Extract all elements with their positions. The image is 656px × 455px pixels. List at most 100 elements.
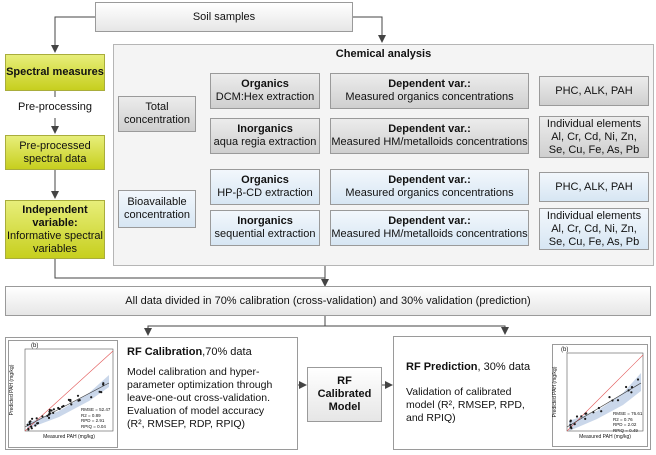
scatter-point — [575, 415, 579, 418]
prediction-stats: RMSE = 76.61 R2 = 0.76 RPD = 2.02 RPIQ =… — [613, 411, 642, 433]
pre-processing-text: Pre-processing — [18, 100, 92, 113]
rf-calibration-title: RF Calibration — [127, 346, 203, 358]
rf-calibration-line: Evaluation of model accuracy — [127, 405, 265, 417]
scatter-point — [90, 396, 93, 399]
soil-samples-box: Soil samples — [95, 2, 353, 32]
total-concentration-box: Total concentration — [118, 96, 196, 132]
inorganics-total-box: Inorganics aqua regia extraction — [210, 118, 320, 154]
scatter-point — [584, 412, 587, 415]
rf-prediction-line: model (R², RMSEP, RPD, — [406, 399, 525, 411]
pre-processing-label: Pre-processing — [5, 97, 105, 117]
scatter-point — [611, 399, 614, 402]
dependent-organics-bio-box: Dependent var.: Measured organics concen… — [330, 169, 529, 205]
scatter-point — [627, 389, 630, 392]
rf-calibration-line: leave-one-out cross-validation. — [127, 392, 270, 404]
scatter-point — [52, 411, 55, 414]
prediction-stat: RMSE = 76.61 — [613, 411, 643, 416]
elements-line1: Individual elements — [546, 117, 642, 130]
elements-line1: Individual elements — [546, 209, 642, 222]
dependent-organics-total-box: Dependent var.: Measured organics concen… — [330, 73, 529, 109]
measured-organics-label: Measured organics concentrations — [345, 91, 514, 103]
inorganics-bio-title: Inorganics — [237, 215, 293, 227]
scatter-point — [47, 416, 51, 419]
bioavailable-concentration-box: Bioavailable concentration — [118, 190, 196, 228]
scatter-point — [569, 426, 572, 429]
scatter-point — [29, 420, 32, 423]
chemical-analysis-title: Chemical analysis — [335, 48, 432, 60]
prediction-stat: RPIQ = 0.49 — [613, 427, 638, 433]
dependent-title: Dependent var.: — [388, 174, 471, 186]
rf-calibration-line: Model calibration and hyper- — [127, 366, 260, 378]
rf-prediction-title: RF Prediction — [406, 361, 478, 373]
scatter-point — [630, 391, 633, 394]
inorganics-bio-box: Inorganics sequential extraction — [210, 210, 320, 246]
dependent-title: Dependent var.: — [388, 123, 471, 135]
aqua-regia-label: aqua regia extraction — [213, 136, 317, 148]
scatter-point — [76, 394, 80, 397]
dependent-hm-bio-box: Dependent var.: Measured HM/metalloids c… — [330, 210, 529, 246]
hp-cd-label: HP-β-CD extraction — [217, 187, 313, 199]
soil-samples-label: Soil samples — [192, 10, 256, 23]
calibration-stats: RMSE = 52.47 R2 = 0.89 RPD = 2.91 RPIQ =… — [81, 407, 110, 429]
scatter-point — [36, 422, 39, 425]
rf-calibration-line: (R², RMSEP, RDP, RPIQ) — [127, 418, 246, 430]
scatter-point — [57, 406, 60, 410]
data-divided-label: All data divided in 70% calibration (cro… — [125, 294, 531, 307]
organics-bio-title: Organics — [241, 174, 289, 186]
pre-processed-label: Pre-processed spectral data — [19, 139, 91, 165]
scatter-point — [592, 411, 595, 414]
rf-calibrated-model-box: RF Calibrated Model — [307, 367, 382, 422]
measured-hm-label: Measured HM/metalloids concentrations — [331, 136, 528, 148]
scatter-point — [26, 423, 29, 426]
bioavailable-concentration-label: Bioavailable concentration — [123, 196, 191, 221]
prediction-ylabel: Predicted PAH (mg/kg) — [552, 366, 558, 418]
scatter-point — [608, 396, 611, 399]
elements-line2: Al, Cr, Cd, Ni, Zn, — [551, 222, 637, 235]
elements-bio-box: Individual elements Al, Cr, Cd, Ni, Zn, … — [539, 208, 649, 250]
prediction-stat: RPD = 2.02 — [613, 422, 637, 427]
pre-processed-box: Pre-processed spectral data — [5, 135, 105, 170]
scatter-point — [600, 410, 603, 413]
calibration-scatter-plot: (b) Measured PAH (mg/kg) Predicted PAH (… — [8, 340, 118, 448]
total-concentration-label: Total concentration — [123, 101, 191, 126]
scatter-point — [573, 423, 576, 426]
scatter-point — [580, 415, 583, 418]
independent-sub: Informative spectral variables — [7, 229, 103, 255]
calibration-stat: RPD = 2.91 — [81, 418, 105, 423]
scatter-point — [69, 400, 72, 403]
scatter-point — [48, 408, 52, 412]
rf-calibration-line: parameter optimization through — [127, 379, 273, 391]
spectral-measures-label: Spectral measures — [6, 66, 104, 78]
calibration-plot-svg — [24, 348, 114, 432]
dependent-hm-total-box: Dependent var.: Measured HM/metalloids c… — [330, 118, 529, 154]
scatter-point — [569, 419, 572, 422]
scatter-point — [62, 404, 65, 408]
independent-title: Independent variable: — [22, 203, 88, 229]
calibration-ylabel: Predicted PAH (mg/kg) — [9, 364, 15, 416]
scatter-point — [50, 409, 53, 412]
organics-result-bio-box: PHC, ALK, PAH — [539, 172, 649, 202]
rf-prediction-line: Validation of calibrated — [406, 386, 512, 398]
scatter-point — [48, 412, 52, 415]
calibration-panel-label: (b) — [31, 343, 39, 349]
inorganics-total-title: Inorganics — [237, 123, 293, 135]
independent-variable-box: Independent variable: Informative spectr… — [5, 200, 105, 259]
elements-line2: Al, Cr, Cd, Ni, Zn, — [551, 130, 637, 143]
organics-result-label: PHC, ALK, PAH — [555, 180, 633, 193]
sequential-label: sequential extraction — [214, 228, 316, 240]
scatter-point — [70, 403, 73, 406]
dependent-title: Dependent var.: — [388, 215, 471, 227]
calibration-stat: RPIQ = 0.04 — [81, 423, 106, 429]
organics-result-total-box: PHC, ALK, PAH — [539, 76, 649, 106]
measured-hm-label: Measured HM/metalloids concentrations — [331, 228, 528, 240]
scatter-point — [102, 383, 105, 386]
organics-total-box: Organics DCM:Hex extraction — [210, 73, 320, 109]
prediction-scatter-plot: (b) Measured PAH (mg/kg) Predicted PAH (… — [552, 344, 648, 447]
spectral-measures-box: Spectral measures — [5, 54, 105, 91]
measured-organics-label: Measured organics concentrations — [345, 187, 514, 199]
rf-calibration-suffix: ,70% data — [202, 346, 252, 358]
scatter-point — [597, 406, 600, 410]
data-divided-box: All data divided in 70% calibration (cro… — [5, 286, 651, 316]
scatter-point — [34, 424, 37, 427]
scatter-point — [27, 428, 30, 431]
